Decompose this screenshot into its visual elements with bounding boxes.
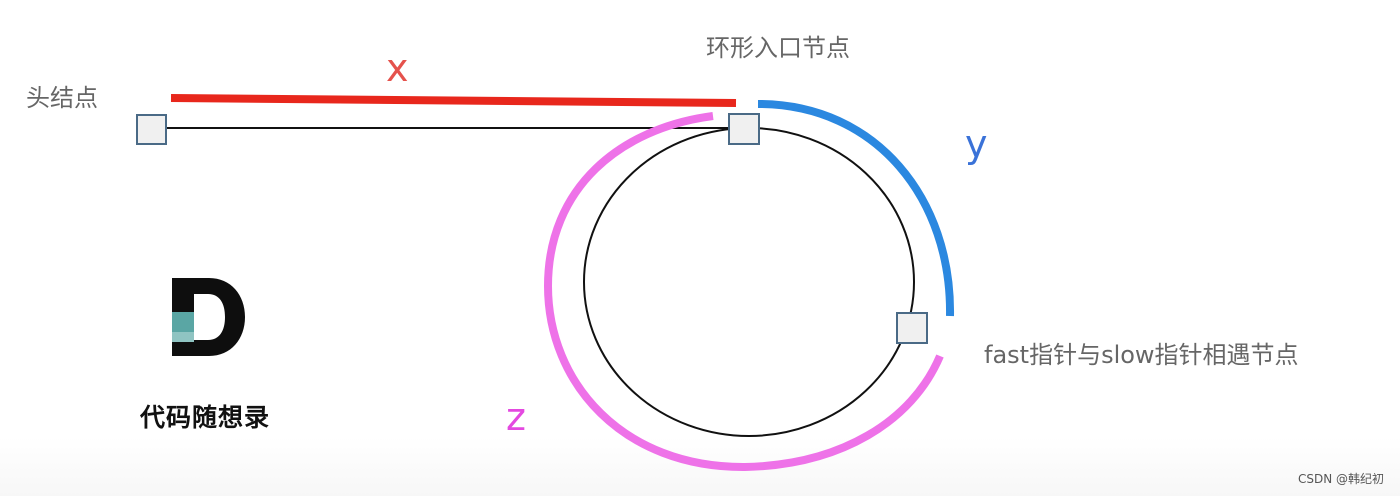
cycle-entry-node-label: 环形入口节点 xyxy=(706,34,850,62)
segment-y-label: y xyxy=(965,122,988,166)
segment-x-line xyxy=(170,94,737,107)
brand-teal-bar-light xyxy=(172,332,194,342)
brand-name: 代码随想录 xyxy=(139,403,270,432)
brand-d-icon xyxy=(172,278,245,356)
cycle-ring xyxy=(583,127,915,437)
brand-logo: 代码随想录 xyxy=(126,276,284,436)
segment-z-arc xyxy=(543,112,944,472)
head-node xyxy=(136,114,167,145)
meeting-node xyxy=(896,312,928,344)
cycle-entry-node xyxy=(728,113,760,145)
segment-z-label: z xyxy=(506,395,526,439)
watermark: CSDN @韩纪初 xyxy=(1297,472,1384,486)
segment-y-arc xyxy=(757,100,955,317)
head-node-label: 头结点 xyxy=(26,84,98,112)
meeting-node-label: fast指针与slow指针相遇节点 xyxy=(984,341,1299,369)
segment-x-label: x xyxy=(386,46,409,90)
